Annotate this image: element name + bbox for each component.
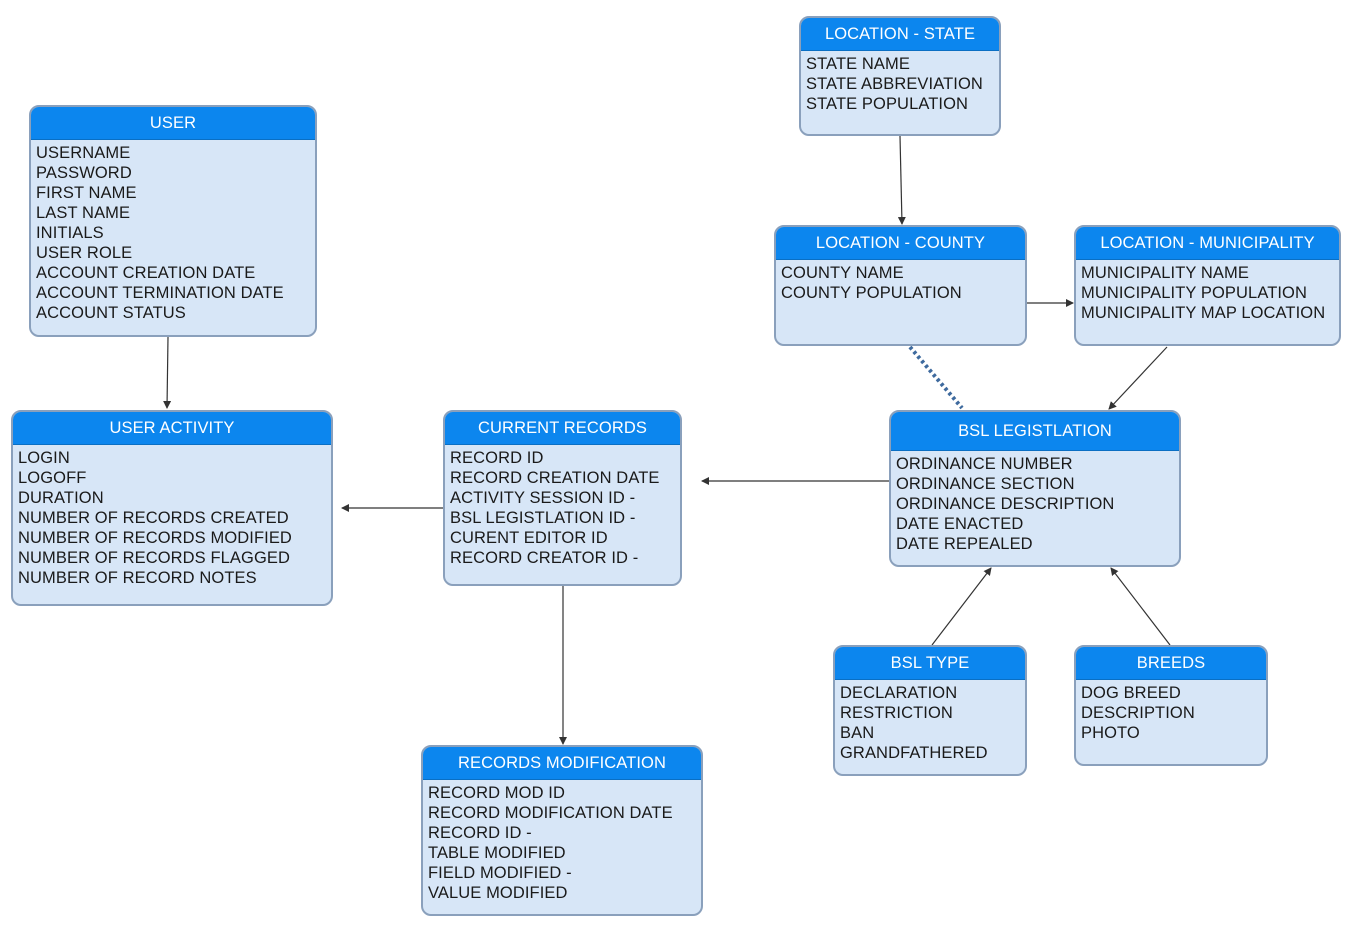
entity-field: RESTRICTION	[840, 704, 953, 722]
entity-field: BSL LEGISTLATION ID -	[450, 509, 636, 527]
entity-field-list: USERNAME PASSWORD FIRST NAME LAST NAME I…	[31, 140, 315, 323]
entity-field: RECORD ID -	[428, 824, 532, 842]
entity-location-state[interactable]: LOCATION - STATE STATE NAME STATE ABBREV…	[799, 16, 1001, 136]
entity-field: VALUE MODIFIED	[428, 884, 568, 902]
connector-bsl-type-to-bsl-legislation	[931, 567, 992, 646]
entity-title: CURRENT RECORDS	[445, 412, 680, 445]
entity-field: RECORD MODIFICATION DATE	[428, 804, 673, 822]
entity-field: BAN	[840, 724, 875, 742]
entity-title: BSL TYPE	[835, 647, 1025, 680]
entity-field: USER ROLE	[36, 244, 133, 262]
entity-user[interactable]: USER USERNAME PASSWORD FIRST NAME LAST N…	[29, 105, 317, 337]
entity-field: PASSWORD	[36, 164, 132, 182]
entity-current-records[interactable]: CURRENT RECORDS RECORD ID RECORD CREATIO…	[443, 410, 682, 586]
entity-field: DOG BREED	[1081, 684, 1181, 702]
entity-title: LOCATION - STATE	[801, 18, 999, 51]
entity-field: PHOTO	[1081, 724, 1140, 742]
entity-field: NUMBER OF RECORDS CREATED	[18, 509, 289, 527]
entity-field-list: RECORD ID RECORD CREATION DATE ACTIVITY …	[445, 445, 680, 568]
entity-field: LAST NAME	[36, 204, 131, 222]
connector-user-to-user-activity	[163, 336, 172, 409]
entity-records-modification[interactable]: RECORDS MODIFICATION RECORD MOD ID RECOR…	[421, 745, 703, 916]
entity-field-list: DOG BREED DESCRIPTION PHOTO	[1076, 680, 1266, 743]
entity-field: RECORD CREATOR ID -	[450, 549, 639, 567]
entity-field: CURENT EDITOR ID	[450, 529, 608, 547]
connector-location-state-to-location-county	[897, 135, 906, 225]
connector-breeds-to-bsl-legislation	[1110, 567, 1171, 646]
entity-field: TABLE MODIFIED	[428, 844, 566, 862]
entity-field: COUNTY POPULATION	[781, 284, 962, 302]
connector-location-county-to-bsl-legislation	[908, 345, 964, 410]
entity-field: GRANDFATHERED	[840, 744, 988, 762]
entity-title: USER	[31, 107, 315, 140]
entity-field: INITIALS	[36, 224, 104, 242]
entity-field-list: MUNICIPALITY NAME MUNICIPALITY POPULATIO…	[1076, 260, 1339, 323]
entity-field: ACCOUNT TERMINATION DATE	[36, 284, 284, 302]
entity-field-list: LOGIN LOGOFF DURATION NUMBER OF RECORDS …	[13, 445, 331, 588]
entity-field: STATE NAME	[806, 55, 910, 73]
entity-field: ORDINANCE SECTION	[896, 475, 1075, 493]
entity-field: MUNICIPALITY MAP LOCATION	[1081, 304, 1326, 322]
entity-field: DECLARATION	[840, 684, 958, 702]
entity-field: STATE ABBREVIATION	[806, 75, 983, 93]
entity-user-activity[interactable]: USER ACTIVITY LOGIN LOGOFF DURATION NUMB…	[11, 410, 333, 606]
entity-field-list: COUNTY NAME COUNTY POPULATION	[776, 260, 1025, 303]
entity-field: MUNICIPALITY POPULATION	[1081, 284, 1308, 302]
entity-location-municipality[interactable]: LOCATION - MUNICIPALITY MUNICIPALITY NAM…	[1074, 225, 1341, 346]
entity-field: DURATION	[18, 489, 104, 507]
entity-field-list: DECLARATION RESTRICTION BAN GRANDFATHERE…	[835, 680, 1025, 763]
entity-field: NUMBER OF RECORDS MODIFIED	[18, 529, 292, 547]
entity-field: RECORD ID	[450, 449, 544, 467]
entity-field: STATE POPULATION	[806, 95, 969, 113]
entity-field: DATE ENACTED	[896, 515, 1024, 533]
entity-field: FIELD MODIFIED -	[428, 864, 572, 882]
entity-field-list: ORDINANCE NUMBER ORDINANCE SECTION ORDIN…	[891, 451, 1179, 554]
entity-field: NUMBER OF RECORD NOTES	[18, 569, 257, 587]
entity-title: BSL LEGISTLATION	[891, 412, 1179, 451]
entity-field: ACCOUNT CREATION DATE	[36, 264, 256, 282]
entity-title: BREEDS	[1076, 647, 1266, 680]
entity-field-list: RECORD MOD ID RECORD MODIFICATION DATE R…	[423, 780, 701, 903]
entity-field: NUMBER OF RECORDS FLAGGED	[18, 549, 291, 567]
entity-field: ORDINANCE DESCRIPTION	[896, 495, 1115, 513]
entity-field: DESCRIPTION	[1081, 704, 1195, 722]
entity-field: DATE REPEALED	[896, 535, 1033, 553]
entity-field: ORDINANCE NUMBER	[896, 455, 1073, 473]
entity-field: LOGOFF	[18, 469, 87, 487]
entity-field: ACCOUNT STATUS	[36, 304, 186, 322]
entity-field: FIRST NAME	[36, 184, 137, 202]
entity-field: RECORD MOD ID	[428, 784, 565, 802]
entity-bsl-type[interactable]: BSL TYPE DECLARATION RESTRICTION BAN GRA…	[833, 645, 1027, 776]
entity-field-list: STATE NAME STATE ABBREVIATION STATE POPU…	[801, 51, 999, 114]
entity-bsl-legislation[interactable]: BSL LEGISTLATION ORDINANCE NUMBER ORDINA…	[889, 410, 1181, 567]
entity-field: COUNTY NAME	[781, 264, 904, 282]
entity-field: USERNAME	[36, 144, 131, 162]
entity-title: LOCATION - MUNICIPALITY	[1076, 227, 1339, 260]
entity-title: RECORDS MODIFICATION	[423, 747, 701, 780]
entity-title: USER ACTIVITY	[13, 412, 331, 445]
entity-title: LOCATION - COUNTY	[776, 227, 1025, 260]
entity-field: LOGIN	[18, 449, 70, 467]
connector-location-municipality-to-bsl-legislation	[1108, 346, 1168, 410]
entity-field: ACTIVITY SESSION ID -	[450, 489, 636, 507]
entity-field: MUNICIPALITY NAME	[1081, 264, 1249, 282]
entity-field: RECORD CREATION DATE	[450, 469, 660, 487]
entity-location-county[interactable]: LOCATION - COUNTY COUNTY NAME COUNTY POP…	[774, 225, 1027, 346]
entity-breeds[interactable]: BREEDS DOG BREED DESCRIPTION PHOTO	[1074, 645, 1268, 766]
